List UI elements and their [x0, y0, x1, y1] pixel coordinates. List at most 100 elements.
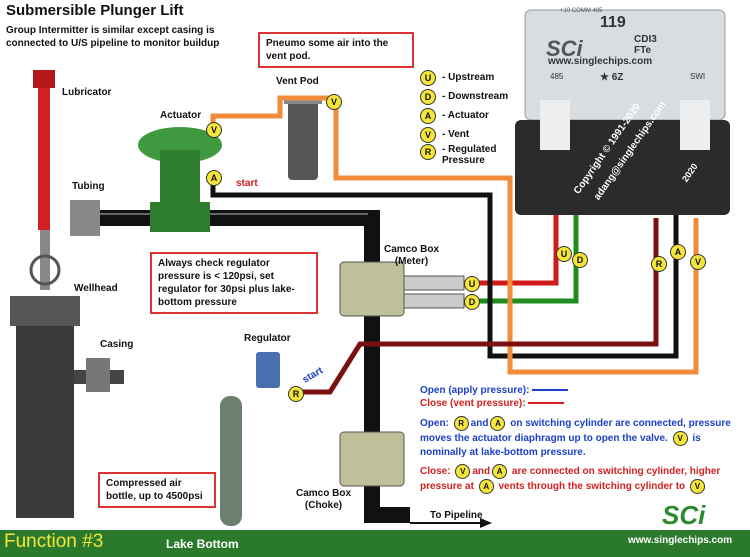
close-note-head: Close:: [420, 466, 451, 478]
close-label-text: Close (vent pressure):: [420, 398, 526, 409]
device-model2: FTe: [634, 45, 652, 56]
close-arrow-label: Close (vent pressure):: [420, 397, 742, 410]
terminal-a-badge: A: [670, 244, 686, 260]
legend-text: - Vent: [442, 129, 470, 140]
actuator-a-badge: A: [206, 170, 222, 186]
open-label-text: Open (apply pressure):: [420, 385, 530, 396]
downstream-sensor: [403, 293, 465, 309]
air-bottle: [220, 396, 242, 526]
actuator-label: Actuator: [160, 110, 202, 121]
device-url: www.singlechips.com: [548, 56, 653, 67]
close-note-v-badge: V: [455, 464, 471, 479]
to-pipeline-label: To Pipeline: [430, 510, 483, 521]
open-note-head: Open:: [420, 418, 449, 430]
bottle-callout: Compressed air bottle, up to 4500psi: [98, 472, 216, 508]
terminal-d-badge: D: [572, 252, 588, 268]
legend-badge: V: [420, 126, 436, 143]
operation-notes: Open (apply pressure): Close (vent press…: [420, 384, 742, 494]
open-note-a-badge: A: [490, 416, 506, 431]
legend-item: R - Regulated Pressure: [420, 144, 508, 174]
open-arrow-label: Open (apply pressure):: [420, 384, 742, 397]
device-code: ★ 6Z: [600, 72, 624, 83]
casing-valve: [86, 358, 110, 392]
legend-item: U - Upstream: [420, 68, 508, 87]
close-note-a-badge: A: [492, 464, 508, 479]
legend-text: - Actuator: [442, 110, 489, 121]
legend-badge: R: [420, 144, 436, 160]
legend: U - Upstream D - Downstream A - Actuator V-…: [420, 68, 508, 174]
lake-bottom-label: Lake Bottom: [166, 537, 239, 551]
wellhead-wheel: [29, 254, 61, 286]
legend-item: A - Actuator: [420, 106, 508, 125]
open-note-text: on switching cylinder are connected, pre…: [420, 418, 731, 445]
vent-pod-label: Vent Pod: [276, 76, 319, 87]
page-subtitle: Group Intermitter is similar except casi…: [6, 25, 220, 49]
legend-text: - Regulated Pressure: [442, 144, 497, 166]
terminal-v-badge: V: [690, 254, 706, 270]
terminal-u-badge: U: [556, 246, 572, 262]
footer-bar: [0, 530, 750, 557]
legend-badge: A: [420, 107, 436, 124]
close-note-a2-badge: A: [478, 479, 494, 494]
legend-badge: D: [420, 88, 436, 105]
legend-text: - Upstream: [442, 72, 495, 83]
regulator-label: Regulator: [244, 333, 291, 344]
footer-url: www.singlechips.com: [628, 535, 733, 546]
vent-pod: [288, 100, 318, 180]
actuator-diaphragm: [138, 127, 222, 163]
casing-label: Casing: [100, 339, 134, 350]
legend-item: V - Vent: [420, 125, 508, 144]
casing: [16, 296, 74, 518]
actuator-v-badge: V: [206, 122, 222, 138]
actuator-line: [210, 180, 679, 359]
device-model1: CDI3: [634, 34, 657, 45]
upstream-sensor: [403, 275, 465, 291]
footer-brand-logo: SCi: [662, 500, 706, 530]
camco-meter-label: Camco Box (Meter): [384, 244, 440, 267]
camco-meter-box: [339, 261, 405, 317]
regulator-r-badge: R: [288, 386, 304, 402]
regulator: [256, 352, 280, 388]
pneumo-callout: Pneumo some air into the vent pod.: [258, 32, 414, 68]
vent-line: [210, 95, 699, 375]
legend-item: D - Downstream: [420, 87, 508, 106]
device-right-tag: SWI: [690, 72, 706, 81]
start-label-1: start: [236, 178, 258, 189]
regulated-line: [296, 218, 659, 395]
wellhead-label: Wellhead: [74, 283, 118, 294]
close-note-text2: vents through the switching cylinder to: [498, 481, 686, 493]
terminal-r-badge: R: [651, 256, 667, 272]
close-note-text: are connected on switching cylinder, hig…: [420, 466, 721, 493]
camco-choke-box: [339, 431, 405, 487]
tubing-pipe: [70, 210, 410, 523]
lubricator-label: Lubricator: [62, 87, 112, 98]
open-note-v-text: is nominally at lake-bottom pressure.: [420, 433, 701, 458]
lubricator: [38, 70, 50, 230]
legend-badge: U: [420, 69, 436, 86]
legend-text: - Downstream: [442, 91, 509, 102]
open-note-r-badge: R: [453, 416, 469, 431]
open-note-and: and: [470, 418, 489, 430]
sensor-d-badge: D: [464, 294, 480, 310]
close-note-and: and: [472, 466, 491, 478]
device-number: 119: [600, 14, 626, 31]
open-note-v-badge: V: [672, 431, 688, 446]
sensor-u-badge: U: [464, 276, 480, 292]
close-arrow: [528, 402, 565, 405]
ventpod-v-badge: V: [326, 94, 342, 110]
device-brand: SCi: [546, 36, 583, 61]
page-title: Submersible Plunger Lift: [6, 2, 184, 19]
camco-choke-label: Camco Box (Choke): [296, 488, 352, 511]
close-note-v2-badge: V: [689, 479, 705, 494]
regulator-check-callout: Always check regulator pressure is < 120…: [150, 252, 318, 314]
tubing-label: Tubing: [72, 181, 105, 192]
device-left-tag: 485: [550, 72, 564, 81]
tubing-valve: [70, 200, 100, 236]
function-label: Function #3: [4, 531, 104, 552]
open-arrow: [532, 389, 569, 392]
device-top-tags: +10 COMM 485: [560, 8, 603, 14]
